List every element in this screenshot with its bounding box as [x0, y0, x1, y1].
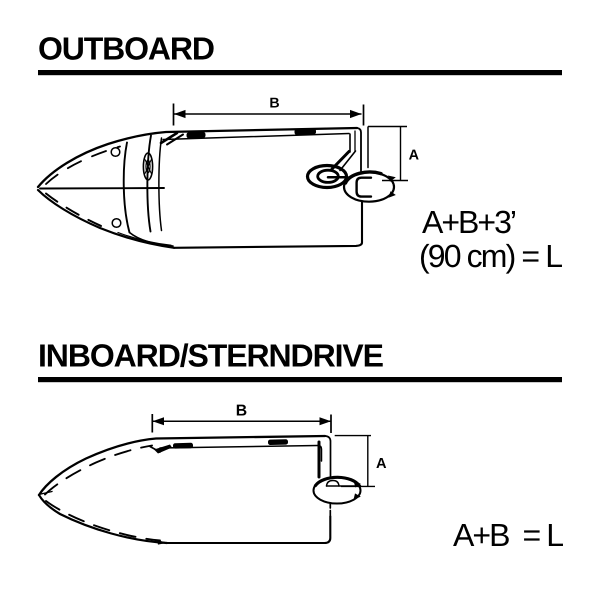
svg-text:A: A: [409, 148, 420, 164]
svg-text:A: A: [376, 456, 387, 472]
svg-text:OUTBOARD: OUTBOARD: [38, 31, 215, 67]
svg-text:(90 cm) = L: (90 cm) = L: [419, 238, 563, 274]
svg-text:A+B+3’: A+B+3’: [422, 204, 517, 240]
svg-text:A+B = L: A+B = L: [453, 517, 564, 553]
svg-text:B: B: [236, 402, 247, 419]
svg-text:INBOARD/STERNDRIVE: INBOARD/STERNDRIVE: [38, 338, 384, 374]
svg-text:B: B: [269, 96, 279, 112]
